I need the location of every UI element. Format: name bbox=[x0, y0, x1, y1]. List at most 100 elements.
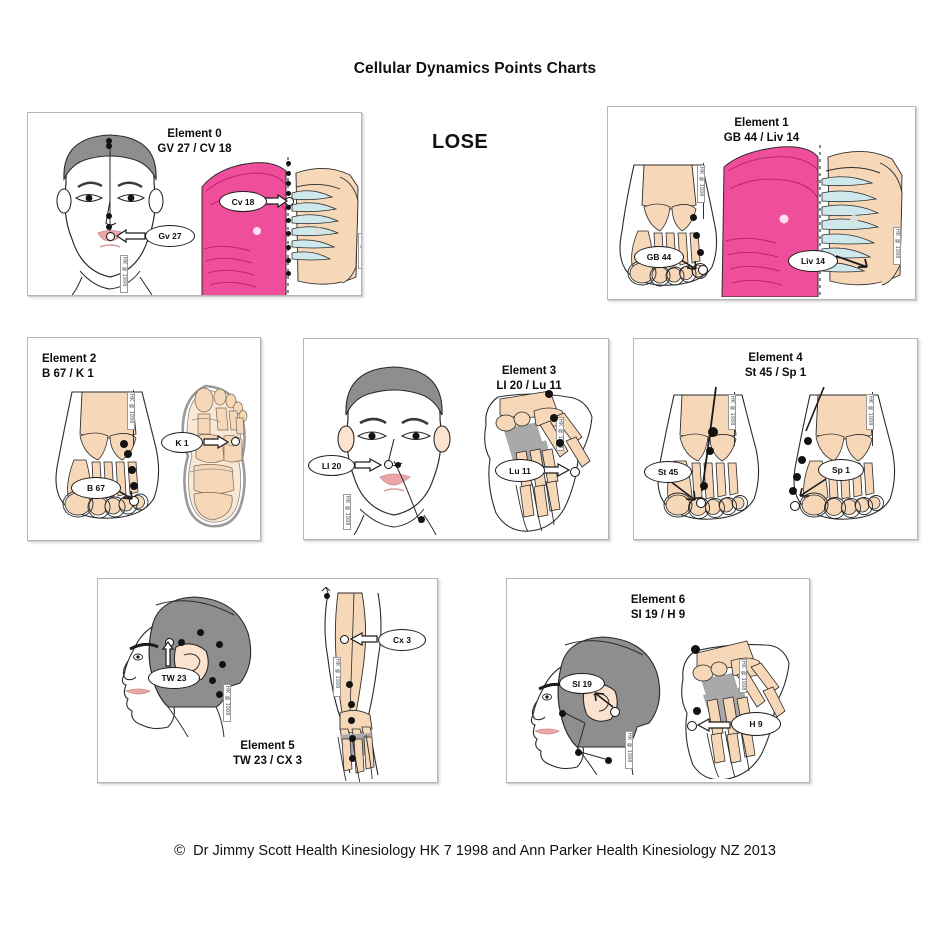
point-dot bbox=[708, 427, 718, 437]
figure-head-profile-5 bbox=[121, 596, 252, 737]
target-point-st45 bbox=[696, 498, 706, 508]
meridian-label: HK @ 1998 bbox=[739, 659, 747, 693]
callout-lu11: Lu 11 bbox=[495, 459, 545, 482]
point-dot bbox=[556, 439, 564, 447]
arrow-sp1 bbox=[799, 478, 827, 497]
target-point-h9 bbox=[687, 721, 697, 731]
figure-hand-6 bbox=[681, 640, 790, 779]
arrow-st45 bbox=[669, 480, 696, 501]
point-dot bbox=[216, 641, 223, 648]
point-dot bbox=[395, 462, 401, 468]
meridian-label: HK @ 1998 bbox=[223, 684, 231, 722]
meridian-label: HK @ 1998 bbox=[625, 731, 633, 769]
point-dot bbox=[286, 218, 291, 223]
page-title: Cellular Dynamics Points Charts bbox=[353, 60, 597, 77]
point-dot bbox=[690, 214, 697, 221]
arrow-cv18 bbox=[264, 194, 288, 208]
meridian-label: HK @ 1998 bbox=[556, 417, 564, 451]
footer-copyright: © Dr Jimmy Scott Health Kinesiology HK 7 … bbox=[0, 842, 950, 859]
point-dot bbox=[545, 390, 553, 398]
figure-arm-5 bbox=[321, 587, 382, 782]
meridian-label: HK @ 1998 bbox=[893, 227, 901, 265]
figure-foot-dorsum-2 bbox=[55, 391, 160, 519]
point-dot bbox=[128, 466, 136, 474]
figure-chest-1 bbox=[720, 145, 915, 297]
point-dot bbox=[286, 231, 291, 236]
point-dot bbox=[286, 271, 291, 276]
point-dot bbox=[286, 245, 291, 250]
point-dot bbox=[706, 447, 714, 455]
figure-hand-3 bbox=[484, 390, 593, 532]
point-dot bbox=[691, 645, 700, 654]
point-dot bbox=[605, 757, 612, 764]
target-point-lu11 bbox=[570, 467, 580, 477]
callout-cv18: Cv 18 bbox=[219, 191, 267, 212]
point-dot bbox=[106, 224, 112, 230]
target-point-gb44 bbox=[698, 265, 708, 275]
point-dot bbox=[697, 249, 704, 256]
point-dot bbox=[349, 755, 356, 762]
point-dot bbox=[418, 516, 425, 523]
point-dot bbox=[209, 677, 216, 684]
meridian-label: HK @ 1998 bbox=[866, 394, 874, 430]
lose-label: LOSE bbox=[432, 131, 489, 153]
point-dot bbox=[348, 717, 355, 724]
point-dot bbox=[324, 593, 330, 599]
callout-li20: LI 20 bbox=[308, 455, 355, 476]
point-dot bbox=[550, 414, 558, 422]
point-dot bbox=[575, 749, 582, 756]
meridian-label: HK @ 1998 bbox=[120, 255, 128, 293]
callout-cx3: Cx 3 bbox=[378, 629, 426, 651]
target-point-cx3 bbox=[340, 635, 349, 644]
figure-chest-0 bbox=[200, 157, 361, 295]
point-dot bbox=[349, 735, 356, 742]
callout-k1: K 1 bbox=[161, 432, 203, 453]
figure-head-profile-6 bbox=[530, 636, 661, 775]
point-dot bbox=[286, 258, 291, 263]
meridian-label: HK @ 1998 bbox=[728, 394, 736, 430]
meridian-label: HK @ 1998 bbox=[697, 165, 705, 203]
meridian-label: HK @ 1998 bbox=[343, 494, 351, 530]
callout-gv27: Gv 27 bbox=[145, 225, 195, 247]
callout-gb44: GB 44 bbox=[634, 246, 684, 268]
figure-foot-sole-2 bbox=[181, 384, 248, 528]
callout-b67: B 67 bbox=[71, 477, 121, 499]
callout-sp1: Sp 1 bbox=[818, 459, 864, 481]
callout-st45: St 45 bbox=[644, 461, 692, 483]
point-dot bbox=[286, 181, 291, 186]
point-dot bbox=[286, 191, 291, 196]
point-dot bbox=[219, 661, 226, 668]
target-point-sp1 bbox=[790, 501, 800, 511]
callout-h9: H 9 bbox=[731, 712, 781, 736]
footer-text: Dr Jimmy Scott Health Kinesiology HK 7 1… bbox=[193, 843, 776, 859]
point-dot bbox=[106, 213, 112, 219]
target-point-gv27 bbox=[106, 232, 115, 241]
meridian-label: HK @ 1998 bbox=[358, 233, 361, 269]
meridian-path-sp1 bbox=[805, 387, 825, 432]
point-dot bbox=[693, 232, 700, 239]
callout-liv14: Liv 14 bbox=[788, 250, 838, 272]
figure-front-face-3 bbox=[337, 366, 451, 535]
target-point-k1 bbox=[231, 437, 240, 446]
point-dot bbox=[559, 710, 566, 717]
point-dot bbox=[106, 138, 112, 144]
target-point-li20 bbox=[384, 460, 393, 469]
point-dot bbox=[106, 143, 112, 149]
arrow-cx3 bbox=[350, 632, 378, 646]
copyright-icon: © bbox=[174, 842, 186, 859]
arrow-gv27 bbox=[116, 229, 146, 243]
point-dot bbox=[286, 161, 291, 166]
point-dot bbox=[789, 487, 797, 495]
